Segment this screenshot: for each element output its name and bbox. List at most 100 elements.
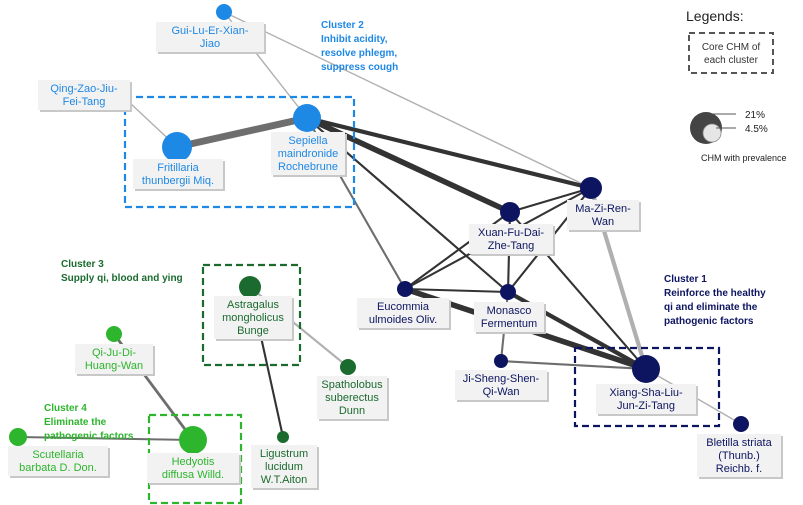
node-label-line: Qi-Ju-Di- — [92, 347, 136, 359]
core-box-cluster2 — [123, 95, 356, 209]
node-label-line: diffusa Willd. — [162, 469, 224, 481]
cluster-description-line: suppress cough — [321, 62, 398, 73]
label-background — [147, 453, 239, 483]
node-label-line: thunbergii Miq. — [142, 175, 214, 187]
label-background — [156, 22, 264, 52]
node-label-line: Sepiella — [288, 135, 328, 147]
node-label-line: Bletilla striata — [706, 437, 772, 449]
node-label-line: Fei-Tang — [63, 96, 106, 108]
cluster-description-line: Cluster 4 — [44, 403, 87, 414]
node-label-line: Ma-Zi-Ren- — [575, 203, 631, 215]
node-label-line: Rochebrune — [278, 161, 338, 173]
core-chm-boxes — [123, 95, 721, 505]
legend-small-circle — [702, 123, 722, 143]
node-label-text: Qi-Ju-Di-Huang-Wan — [85, 347, 143, 372]
node-astr — [239, 276, 261, 298]
node-label-line: Ligustrum — [260, 448, 308, 460]
node-label-line: Hedyotis — [172, 456, 215, 468]
node-scut — [9, 428, 27, 446]
node-label-text: Bletilla striata(Thunb.)Reichb. f. — [706, 437, 772, 475]
node-label-line: Dunn — [339, 405, 365, 417]
node-label-line: Zhe-Tang — [488, 240, 534, 252]
label-background — [474, 302, 544, 332]
node-gui — [216, 4, 232, 20]
label-background — [567, 200, 639, 230]
cluster-description-line: resolve phlegm, — [321, 48, 397, 59]
node-euc — [397, 281, 413, 297]
edge-xuan-mazi — [508, 186, 593, 214]
node-lig — [277, 431, 289, 443]
node-mon — [500, 284, 516, 300]
node-label-xiang: Xiang-Sha-Liu-Jun-Zi-Tang — [596, 384, 698, 416]
node-label-line: Huang-Wan — [85, 360, 143, 372]
node-label-mazi: Ma-Zi-Ren-Wan — [567, 200, 641, 232]
node-label-text: Ma-Zi-Ren-Wan — [575, 203, 631, 228]
edge-gui-mazi — [223, 11, 592, 189]
node-label-text: Ji-Sheng-Shen-Qi-Wan — [463, 373, 540, 398]
legend-title: Legends: — [686, 8, 744, 24]
node-label-gui: Gui-Lu-Er-Xian-Jiao — [156, 22, 266, 54]
label-background — [596, 384, 696, 414]
node-label-line: Fermentum — [481, 318, 537, 330]
edge-ji-xiang — [499, 359, 648, 371]
node-xiang — [632, 355, 660, 383]
label-background — [38, 80, 130, 110]
node-label-line: mongholicus — [222, 312, 284, 324]
node-label-line: Fritillaria — [157, 162, 199, 174]
cluster-description-line: qi and eliminate the — [664, 302, 758, 313]
legend-big-pct: 21% — [745, 110, 765, 121]
node-label-qing: Qing-Zao-Jiu-Fei-Tang — [38, 80, 132, 112]
node-label-line: Scutellaria — [32, 449, 84, 461]
labels-layer: Gui-Lu-Er-Xian-JiaoQing-Zao-Jiu-Fei-Tang… — [8, 22, 783, 490]
label-background — [75, 344, 153, 374]
node-label-line: Jiao — [200, 38, 220, 50]
node-label-line: Bunge — [237, 325, 269, 337]
edge-sep-mazi — [304, 115, 594, 191]
label-background — [455, 370, 547, 400]
cluster-description-line: Cluster 3 — [61, 259, 104, 270]
node-label-ji: Ji-Sheng-Shen-Qi-Wan — [455, 370, 549, 402]
node-label-text: Xuan-Fu-Dai-Zhe-Tang — [478, 227, 544, 252]
node-label-line: Wan — [592, 216, 614, 228]
node-label-line: suberectus — [325, 392, 379, 404]
label-background — [251, 445, 317, 488]
label-background — [133, 159, 223, 189]
label-background — [317, 376, 387, 419]
cluster-description-line: Supply qi, blood and ying — [61, 273, 183, 284]
node-label-line: lucidum — [265, 461, 303, 473]
node-label-line: Qi-Wan — [483, 386, 520, 398]
node-label-line: Ji-Sheng-Shen- — [463, 373, 540, 385]
label-background — [469, 224, 553, 254]
label-background — [214, 296, 292, 339]
node-label-qiju: Qi-Ju-Di-Huang-Wan — [75, 344, 155, 376]
cluster-description-line: Reinforce the healthy — [664, 288, 766, 299]
legend-core-label-line: each cluster — [704, 55, 759, 66]
node-label-line: barbata D. Don. — [19, 462, 97, 474]
legend-small-pct: 4.5% — [745, 124, 768, 135]
cluster-description-line: pathogenic factors — [44, 431, 134, 442]
core-box-cluster1 — [573, 346, 721, 428]
node-sep — [293, 104, 321, 132]
cluster-description-line: Inhibit acidity, — [321, 34, 388, 45]
core-box-cluster3 — [201, 263, 302, 367]
edge-euc-mon — [403, 287, 510, 294]
edge-scut-hedy — [16, 435, 195, 442]
node-label-line: W.T.Aiton — [261, 474, 307, 486]
